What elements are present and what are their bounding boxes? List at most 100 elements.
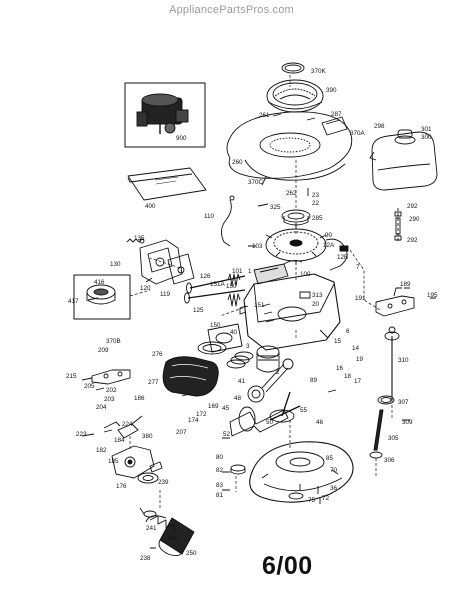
part-label: 80 xyxy=(216,454,224,461)
part-label: 22 xyxy=(312,200,320,207)
flywheel-icon xyxy=(265,223,327,265)
spring-icon xyxy=(126,238,145,244)
part-label: 41 xyxy=(238,378,246,385)
part-label: 55 xyxy=(300,407,308,414)
part-label: 203 xyxy=(104,396,115,403)
part-label: 301 xyxy=(421,126,432,133)
camshaft-icon xyxy=(269,391,295,423)
gear-icon xyxy=(230,464,246,475)
part-label: 209 xyxy=(98,347,109,354)
part-label: 176 xyxy=(116,483,127,490)
bracket-icon xyxy=(375,287,415,317)
part-label: 380 xyxy=(142,433,153,440)
crankshaft-icon xyxy=(229,405,301,437)
part-label: 52 xyxy=(223,431,231,438)
part-label: 82 xyxy=(216,467,224,474)
part-label: 292 xyxy=(407,203,418,210)
part-label: 90 xyxy=(325,232,333,239)
part-label: 325 xyxy=(270,204,281,211)
screen-icon xyxy=(281,209,311,226)
part-label: 245 xyxy=(168,535,179,542)
part-label: 89 xyxy=(310,377,318,384)
part-label: 186 xyxy=(134,395,145,402)
part-label: 12B xyxy=(337,254,348,261)
part-label: 50 xyxy=(266,419,274,426)
lever-icon xyxy=(81,369,131,385)
part-label: 45 xyxy=(222,405,230,412)
site-watermark: AppliancePartsPros.com xyxy=(169,4,294,16)
part-label: 305 xyxy=(388,435,399,442)
o-ring-icon xyxy=(377,395,395,405)
part-label: 1 xyxy=(248,268,252,275)
filter-element-icon xyxy=(86,284,116,305)
part-label: 313 xyxy=(312,292,323,299)
wire-icon xyxy=(221,195,235,247)
part-label: 370A xyxy=(350,130,366,137)
part-label: 18 xyxy=(344,373,352,380)
part-label: 130 xyxy=(110,261,121,268)
part-label: 135 xyxy=(134,235,145,242)
piston-ring-icon xyxy=(226,351,254,369)
part-label: 14 xyxy=(352,345,360,352)
part-label: 120 xyxy=(140,285,151,292)
muffler-icon xyxy=(162,341,227,397)
part-label: 239 xyxy=(158,479,169,486)
part-label: 261 xyxy=(259,112,270,119)
part-label: 19 xyxy=(356,356,364,363)
part-label: 390 xyxy=(326,87,337,94)
label-icon xyxy=(321,116,348,136)
part-label: 182 xyxy=(96,447,107,454)
part-label: 184 xyxy=(114,437,125,444)
part-label: 292 xyxy=(407,237,418,244)
fuel-line-icon xyxy=(394,208,402,242)
recoil-starter-icon xyxy=(266,79,324,113)
spring-icon xyxy=(227,273,241,307)
part-label: 150 xyxy=(226,283,237,290)
part-label: 400 xyxy=(145,203,156,210)
part-label: 46 xyxy=(316,419,324,426)
part-label: 151A xyxy=(210,281,226,288)
manual-icon xyxy=(127,167,207,201)
governor-icon xyxy=(103,415,143,439)
carburetor-icon xyxy=(139,239,183,285)
coil-icon xyxy=(253,259,303,285)
part-label: 48 xyxy=(234,395,242,402)
part-label: 195 xyxy=(427,292,438,299)
connecting-rod-icon xyxy=(247,358,294,403)
part-label: 3 xyxy=(246,343,250,350)
part-label: 17 xyxy=(354,378,362,385)
part-label: 310 xyxy=(398,357,409,364)
part-label: 151 xyxy=(254,302,265,309)
part-number-labels: 370K 390 287 261 370A 298 301 300 900 26… xyxy=(66,68,438,562)
engine-inset-box xyxy=(124,82,206,148)
part-label: 238 xyxy=(140,555,151,562)
part-label: 370K xyxy=(311,68,327,75)
part-label: 126 xyxy=(200,273,211,280)
ring-seal-icon xyxy=(281,62,305,74)
part-label: 309 xyxy=(402,419,413,426)
part-label: 23 xyxy=(312,192,320,199)
part-label: 224 xyxy=(122,421,133,428)
part-label: 262 xyxy=(286,190,297,197)
part-label: 204 xyxy=(96,404,107,411)
spring-icon xyxy=(145,515,175,532)
part-label: 169 xyxy=(208,403,219,410)
part-label: 307 xyxy=(398,399,409,406)
part-label: 12A xyxy=(323,242,335,249)
part-label: 290 xyxy=(409,216,420,223)
dipstick-icon xyxy=(384,326,400,400)
assembly-centerlines xyxy=(129,75,393,510)
part-label: 85 xyxy=(326,455,334,462)
part-label: 207 xyxy=(176,429,187,436)
piston-icon xyxy=(256,345,280,373)
carburetor-icon xyxy=(111,445,163,479)
blower-housing-icon xyxy=(226,111,353,186)
seal-icon xyxy=(288,492,304,500)
part-label: 370B xyxy=(106,338,121,345)
part-label: 900 xyxy=(176,135,187,142)
part-label: 260 xyxy=(232,159,243,166)
part-label: 298 xyxy=(374,123,385,130)
part-label: 70 xyxy=(330,467,338,474)
part-label: 215 xyxy=(66,373,77,380)
